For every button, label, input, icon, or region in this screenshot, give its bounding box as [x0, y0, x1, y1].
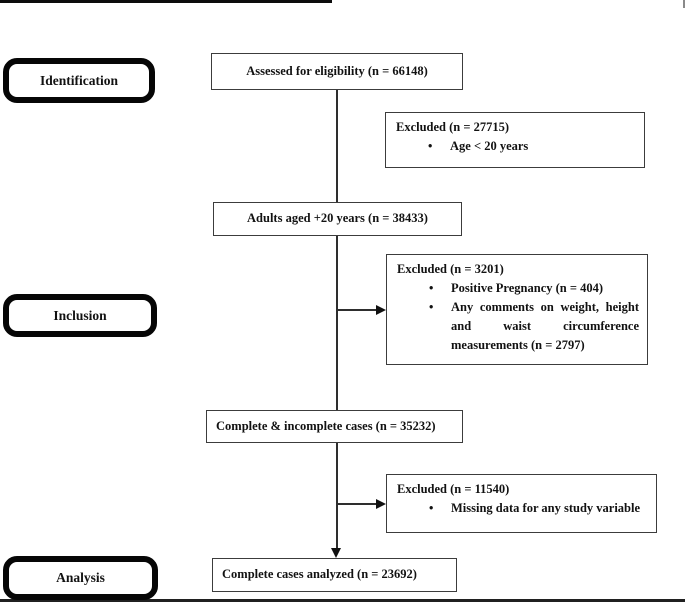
flow-box-adults-label: Adults aged +20 years (n = 38433): [247, 211, 428, 226]
exclusion-box-2-title: Excluded (n = 3201): [397, 262, 504, 276]
stage-analysis-label: Analysis: [56, 570, 105, 585]
exclusion-box-2: Excluded (n = 3201) • Positive Pregnancy…: [386, 254, 648, 365]
exclusion-box-2-bullet-1: • Positive Pregnancy (n = 404): [421, 279, 639, 298]
exclusion-box-1-bullet-1: • Age < 20 years: [420, 137, 636, 156]
exclusion-box-3-bullet-1: • Missing data for any study variable: [421, 499, 648, 518]
arrowhead-exclusion-3: [376, 499, 386, 509]
flow-box-analyzed-label: Complete cases analyzed (n = 23692): [222, 567, 417, 582]
exclusion-box-2-bullet-1-text: Positive Pregnancy (n = 404): [451, 280, 604, 295]
bottom-rule-line: [0, 599, 685, 602]
stage-identification-label: Identification: [39, 72, 118, 88]
exclusion-box-3-title: Excluded (n = 11540): [397, 482, 510, 496]
exclusion-box-1-title: Excluded (n = 27715): [396, 120, 510, 134]
bullet-icon: •: [428, 138, 433, 153]
stage-analysis: Analysis: [3, 556, 158, 600]
flow-box-assessed: Assessed for eligibility (n = 66148): [211, 53, 463, 90]
stage-inclusion-label: Inclusion: [53, 307, 107, 323]
bullet-icon: •: [429, 299, 434, 314]
exclusion-box-2-bullet-2: • Any comments on weight, height and wai…: [421, 298, 639, 355]
exclusion-box-1-bullet-1-text: Age < 20 years: [450, 138, 529, 153]
stage-identification: Identification: [3, 58, 155, 103]
exclusion-box-3-bullet-1-text: Missing data for any study variable: [451, 500, 641, 515]
flow-box-adults: Adults aged +20 years (n = 38433): [213, 202, 462, 236]
connector-adults-to-cases: [336, 236, 338, 410]
flow-box-assessed-label: Assessed for eligibility (n = 66148): [246, 63, 428, 78]
connector-cases-to-analyzed: [336, 443, 338, 550]
bullet-icon: •: [429, 280, 434, 295]
flow-box-cases: Complete & incomplete cases (n = 35232): [206, 410, 463, 443]
arrowhead-analyzed: [331, 548, 341, 558]
bullet-icon: •: [429, 500, 434, 515]
flow-box-analyzed: Complete cases analyzed (n = 23692): [212, 558, 457, 592]
exclusion-box-1: Excluded (n = 27715) • Age < 20 years: [385, 112, 645, 168]
stage-inclusion: Inclusion: [3, 294, 157, 337]
top-rule-line: [0, 0, 332, 3]
connector-assessed-to-adults: [336, 90, 338, 202]
exclusion-box-2-bullet-2-text: Any comments on weight, height and waist…: [451, 299, 639, 352]
flow-box-cases-label: Complete & incomplete cases (n = 35232): [216, 418, 436, 433]
top-right-tick: [683, 0, 685, 8]
exclusion-box-3: Excluded (n = 11540) • Missing data for …: [386, 474, 657, 533]
connector-branch-to-exclusion-2: [337, 309, 378, 311]
connector-branch-to-exclusion-3: [337, 503, 378, 505]
arrowhead-exclusion-2: [376, 305, 386, 315]
